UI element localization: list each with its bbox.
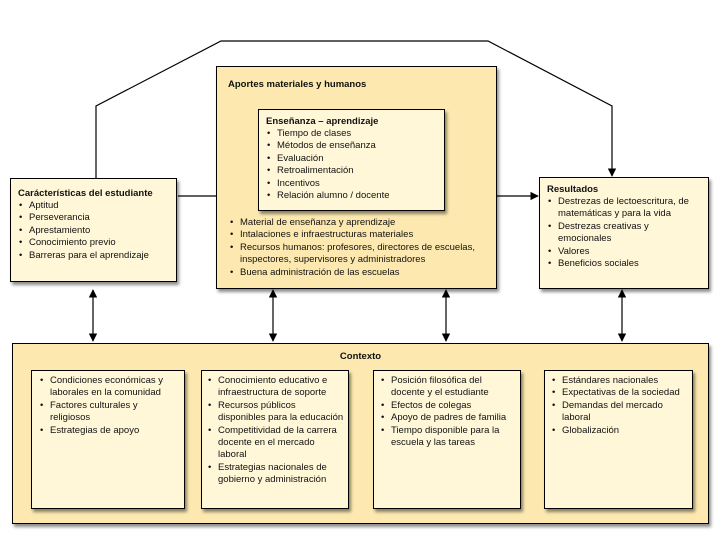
list-item: Conocimiento educativo e infraestructura…: [207, 375, 345, 400]
list-item: Apoyo de padres de familia: [380, 412, 516, 425]
list-item: Aptitud: [18, 200, 170, 213]
list-item: Relación alumno / docente: [266, 190, 438, 203]
context-group-school: Posición filosófica del docente y el est…: [373, 370, 521, 509]
context-group-society: Estándares nacionales Expectativas de la…: [544, 370, 693, 509]
results-box: Resultados Destrezas de lectoescritura, …: [539, 177, 709, 289]
list-item: Efectos de colegas: [380, 400, 516, 413]
list-item: Posición filosófica del docente y el est…: [380, 375, 516, 400]
list-item: Material de enseñanza y aprendizaje: [229, 217, 491, 230]
list-item: Tiempo de clases: [266, 128, 438, 141]
list-item: Estándares nacionales: [551, 375, 688, 388]
list-item: Globalización: [551, 425, 688, 438]
student-characteristics-title: Carácterísticas del estudiante: [18, 188, 153, 199]
list-item: Intalaciones e infraestructuras material…: [229, 229, 491, 242]
teaching-learning-list: Tiempo de clases Métodos de enseñanza Ev…: [266, 128, 438, 203]
inputs-title: Aportes materiales y humanos: [228, 79, 367, 90]
context-group-list: Condiciones económicas y laborales en la…: [39, 375, 180, 437]
context-group-list: Estándares nacionales Expectativas de la…: [551, 375, 688, 437]
list-item: Estrategias nacionales de gobierno y adm…: [207, 462, 345, 487]
context-group-community: Condiciones económicas y laborales en la…: [31, 370, 185, 509]
list-item: Condiciones económicas y laborales en la…: [39, 375, 180, 400]
list-item: Competitividad de la carrera docente en …: [207, 425, 345, 462]
list-item: Perseverancia: [18, 212, 170, 225]
list-item: Evaluación: [266, 153, 438, 166]
list-item: Expectativas de la sociedad: [551, 387, 688, 400]
list-item: Estrategias de apoyo: [39, 425, 180, 438]
list-item: Métodos de enseñanza: [266, 140, 438, 153]
list-item: Incentivos: [266, 178, 438, 191]
student-characteristics-box: Carácterísticas del estudiante Aptitud P…: [10, 178, 177, 282]
list-item: Destrezas creativas y emocionales: [547, 221, 703, 246]
list-item: Recursos públicos disponibles para la ed…: [207, 400, 345, 425]
list-item: Barreras para el aprendizaje: [18, 250, 170, 263]
context-group-list: Posición filosófica del docente y el est…: [380, 375, 516, 449]
teaching-learning-title: Enseñanza – aprendizaje: [266, 116, 379, 127]
inputs-list: Material de enseñanza y aprendizaje Inta…: [229, 217, 491, 279]
context-box: Contexto Condiciones económicas y labora…: [12, 343, 709, 524]
list-item: Valores: [547, 246, 703, 259]
list-item: Retroalimentación: [266, 165, 438, 178]
teaching-learning-box: Enseñanza – aprendizaje Tiempo de clases…: [258, 109, 445, 211]
student-characteristics-list: Aptitud Perseverancia Aprestamiento Cono…: [18, 200, 170, 262]
results-title: Resultados: [547, 184, 599, 195]
results-list: Destrezas de lectoescritura, de matemáti…: [547, 196, 703, 271]
list-item: Buena administración de las escuelas: [229, 267, 491, 280]
feedback-arrow: [95, 40, 617, 178]
list-item: Conocimiento previo: [18, 237, 170, 250]
list-item: Aprestamiento: [18, 225, 170, 238]
context-group-list: Conocimiento educativo e infraestructura…: [207, 375, 345, 487]
list-item: Beneficios sociales: [547, 258, 703, 271]
context-group-resources: Conocimiento educativo e infraestructura…: [201, 370, 349, 509]
list-item: Recursos humanos: profesores, directores…: [229, 242, 491, 267]
list-item: Tiempo disponible para la escuela y las …: [380, 425, 516, 450]
list-item: Demandas del mercado laboral: [551, 400, 688, 425]
context-title: Contexto: [339, 351, 382, 362]
list-item: Destrezas de lectoescritura, de matemáti…: [547, 196, 703, 221]
list-item: Factores culturales y religiosos: [39, 400, 180, 425]
